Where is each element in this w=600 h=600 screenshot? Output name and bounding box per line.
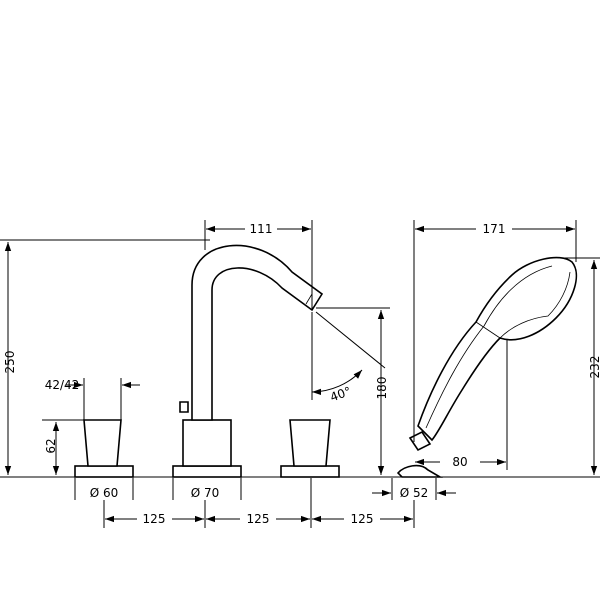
right-handle xyxy=(280,419,340,478)
spout xyxy=(172,244,324,478)
dim-handle-height: 62 xyxy=(42,419,84,475)
label-total-height: 250 xyxy=(3,351,17,374)
label-spout-angle: 40° xyxy=(328,384,353,404)
dim-hose-offset: 80 xyxy=(415,340,508,470)
dim-base-shower: Ø 52 xyxy=(372,478,456,500)
dim-handle-size: 42/42 xyxy=(45,378,140,420)
dim-handshower-height: 232 xyxy=(560,257,600,475)
label-handle-size: 42/42 xyxy=(45,378,80,392)
label-base-left: Ø 60 xyxy=(90,486,119,500)
dim-spout-height: 180 xyxy=(316,307,390,475)
label-spacing-1: 125 xyxy=(143,512,166,526)
label-base-spout: Ø 70 xyxy=(191,486,220,500)
dim-handshower-length: 171 xyxy=(413,220,577,442)
label-spacing-3: 125 xyxy=(351,512,374,526)
label-base-shower: Ø 52 xyxy=(400,486,429,500)
label-handshower-height: 232 xyxy=(588,356,600,379)
dim-spout-angle: 40° xyxy=(311,311,386,404)
dim-total-height: 250 xyxy=(0,239,210,475)
label-spout-reach: 111 xyxy=(250,222,273,236)
label-handshower-length: 171 xyxy=(483,222,506,236)
label-spacing-2: 125 xyxy=(247,512,270,526)
hand-shower xyxy=(396,256,578,478)
dim-base-spout: Ø 70 xyxy=(172,478,242,500)
dim-spout-reach: 111 xyxy=(204,220,313,310)
label-hose-offset: 80 xyxy=(452,455,467,469)
dim-base-left: Ø 60 xyxy=(74,478,134,500)
label-handle-height: 62 xyxy=(44,438,58,453)
label-spout-height: 180 xyxy=(375,377,389,400)
left-handle xyxy=(74,419,134,478)
dim-spacing: 125 125 125 xyxy=(103,478,415,528)
